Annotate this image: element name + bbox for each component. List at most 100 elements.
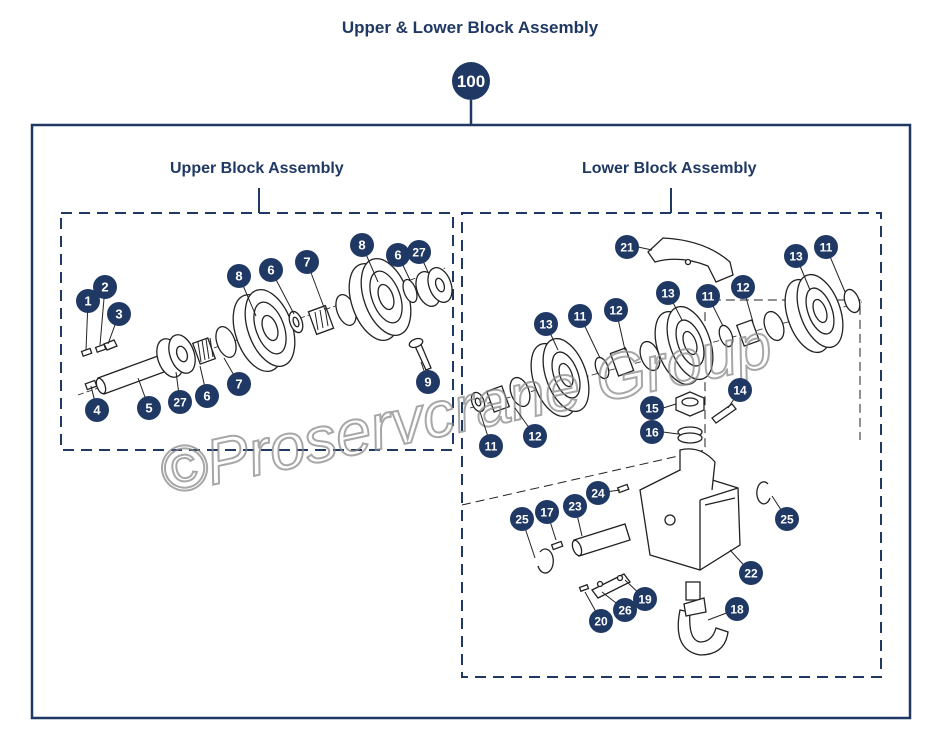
- callout-23: 23: [563, 494, 587, 518]
- callout-circle: [227, 264, 251, 288]
- callout-number: 9: [424, 375, 431, 390]
- callout-number: 27: [173, 396, 187, 410]
- callout-2: 2: [93, 275, 117, 299]
- callout-27: 27: [407, 240, 431, 264]
- callout-circle: [168, 390, 192, 414]
- callout-number: 12: [609, 304, 623, 318]
- callout-22: 22: [739, 561, 763, 585]
- callout-24: 24: [586, 481, 610, 505]
- diagram-title: Upper & Lower Block Assembly: [341, 18, 599, 37]
- callout-3: 3: [107, 302, 131, 326]
- callout-8: 8: [350, 233, 374, 257]
- callout-11: 11: [479, 434, 503, 458]
- callout-number: 14: [733, 384, 747, 398]
- callout-27: 27: [168, 390, 192, 414]
- callout-circle: [85, 398, 109, 422]
- callout-number: 20: [594, 615, 608, 629]
- callout-number: 1: [84, 294, 91, 309]
- callout-number: 21: [620, 241, 634, 255]
- callout-13: 13: [784, 244, 808, 268]
- callout-number: 5: [145, 401, 152, 416]
- callout-circle: [696, 284, 720, 308]
- assembly-number-badge: 100: [452, 62, 490, 100]
- callout-number: 8: [358, 238, 365, 253]
- callout-circle: [76, 289, 100, 313]
- callout-circle: [640, 396, 664, 420]
- callout-circle: [386, 243, 410, 267]
- callout-circle: [195, 384, 219, 408]
- callout-circle: [535, 500, 559, 524]
- callout-number: 4: [93, 403, 101, 418]
- callout-17: 17: [535, 500, 559, 524]
- callout-13: 13: [534, 312, 558, 336]
- callout-number: 11: [485, 440, 498, 454]
- callout-number: 13: [789, 250, 803, 264]
- callout-number: 7: [303, 255, 310, 270]
- callout-circle: [479, 434, 503, 458]
- callout-6: 6: [259, 258, 283, 282]
- assembly-frame: [30, 123, 912, 720]
- callout-circle: [656, 281, 680, 305]
- callout-circle: [775, 507, 799, 531]
- callout-circle: [784, 244, 808, 268]
- callout-6: 6: [195, 384, 219, 408]
- callout-circle: [295, 250, 319, 274]
- callout-13: 13: [656, 281, 680, 305]
- callout-number: 22: [744, 567, 758, 581]
- callout-11: 11: [814, 235, 838, 259]
- callout-number: 11: [820, 241, 833, 255]
- callout-circle: [739, 561, 763, 585]
- callout-11: 11: [696, 284, 720, 308]
- callout-number: 24: [591, 487, 605, 501]
- callout-number: 18: [730, 603, 744, 617]
- callout-number: 19: [638, 593, 652, 607]
- callout-circle: [604, 298, 628, 322]
- callout-5: 5: [137, 396, 161, 420]
- callout-circle: [568, 304, 592, 328]
- callout-circle: [137, 396, 161, 420]
- callout-15: 15: [640, 396, 664, 420]
- callout-circle: [227, 372, 251, 396]
- callout-circle: [563, 494, 587, 518]
- lower-block-parts: [461, 237, 863, 656]
- callout-14: 14: [728, 378, 752, 402]
- callout-circle: [814, 235, 838, 259]
- lower-block-frame: [461, 212, 882, 678]
- callout-number: 6: [203, 389, 210, 404]
- callout-26: 26: [613, 598, 637, 622]
- callout-12: 12: [731, 275, 755, 299]
- lower-block-label: Lower Block Assembly: [582, 160, 757, 177]
- callout-circle: [613, 598, 637, 622]
- callout-19: 19: [633, 587, 657, 611]
- callout-1: 1: [76, 289, 100, 313]
- callout-circle: [407, 240, 431, 264]
- callout-number: 8: [235, 269, 242, 284]
- callout-number: 23: [568, 500, 582, 514]
- callout-circle: [534, 312, 558, 336]
- callout-circle: [589, 609, 613, 633]
- callout-circle: [107, 302, 131, 326]
- callout-number: 3: [115, 307, 122, 322]
- callout-circle: [725, 597, 749, 621]
- callout-circle: [615, 235, 639, 259]
- callout-circle: [586, 481, 610, 505]
- callout-4: 4: [85, 398, 109, 422]
- callout-12: 12: [523, 424, 547, 448]
- callout-21: 21: [615, 235, 639, 259]
- callout-number: 7: [235, 377, 242, 392]
- callout-12: 12: [604, 298, 628, 322]
- callout-number: 11: [702, 290, 715, 304]
- callout-circle: [728, 378, 752, 402]
- callout-number: 11: [574, 310, 587, 324]
- callout-number: 17: [540, 506, 554, 520]
- callout-number: 12: [528, 430, 542, 444]
- callout-number: 16: [645, 426, 659, 440]
- callout-circle: [416, 370, 440, 394]
- callout-number: 12: [736, 281, 750, 295]
- callout-16: 16: [640, 420, 664, 444]
- callout-number: 25: [515, 513, 529, 527]
- callout-number: 25: [780, 513, 794, 527]
- callout-9: 9: [416, 370, 440, 394]
- callout-circle: [633, 587, 657, 611]
